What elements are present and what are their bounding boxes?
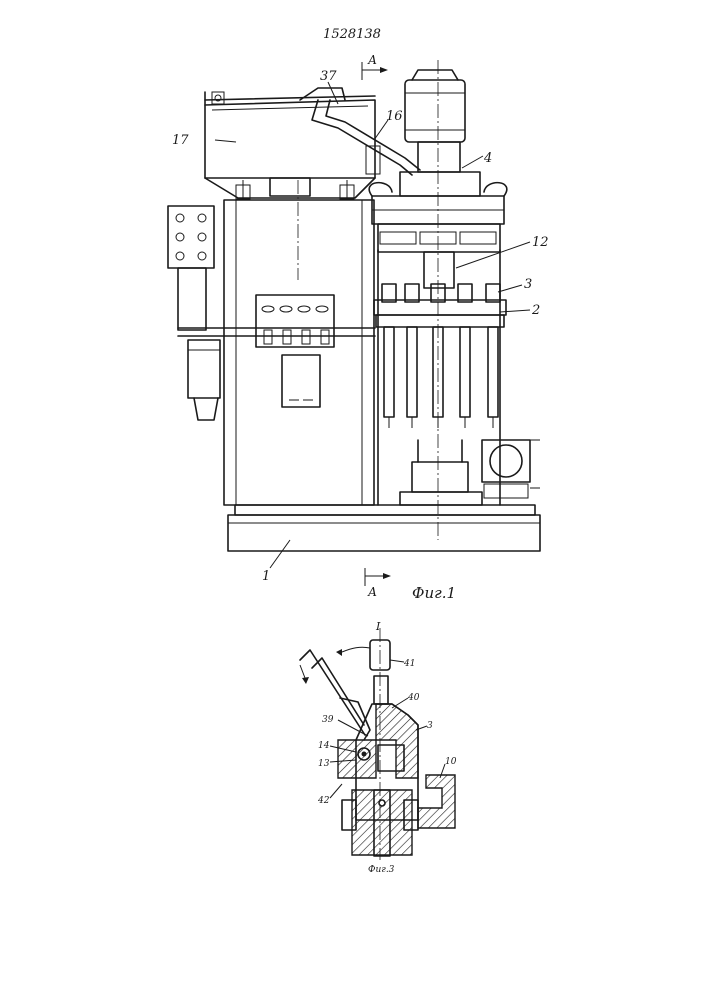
figure-1-drawing — [168, 60, 540, 586]
callout-1: 1 — [262, 569, 270, 584]
view-mark: I — [375, 620, 381, 633]
callout-13: 13 — [318, 759, 330, 769]
figure-3-caption: Фиг.3 — [368, 865, 395, 875]
callout-10: 10 — [445, 757, 457, 767]
spindle-rods — [384, 327, 498, 428]
callout-39: 39 — [322, 715, 334, 725]
callout-3-fig3: 3 — [427, 721, 433, 731]
callout-3: 3 — [524, 277, 532, 292]
callout-41: 41 — [403, 659, 415, 669]
callout-12: 12 — [532, 235, 549, 250]
figure-1-caption: Фиг.1 — [412, 584, 456, 602]
callout-16: 16 — [386, 109, 403, 124]
callout-2: 2 — [531, 303, 540, 318]
section-mark-top: А — [367, 53, 377, 67]
callout-17: 17 — [172, 133, 189, 148]
section-mark-bottom: А — [367, 585, 377, 599]
callout-4: 4 — [483, 151, 492, 166]
callout-37: 37 — [320, 69, 337, 84]
callout-40: 40 — [407, 693, 420, 703]
callout-14: 14 — [318, 741, 330, 751]
callout-42: 42 — [317, 796, 330, 806]
patent-number: 1528138 — [323, 27, 381, 42]
